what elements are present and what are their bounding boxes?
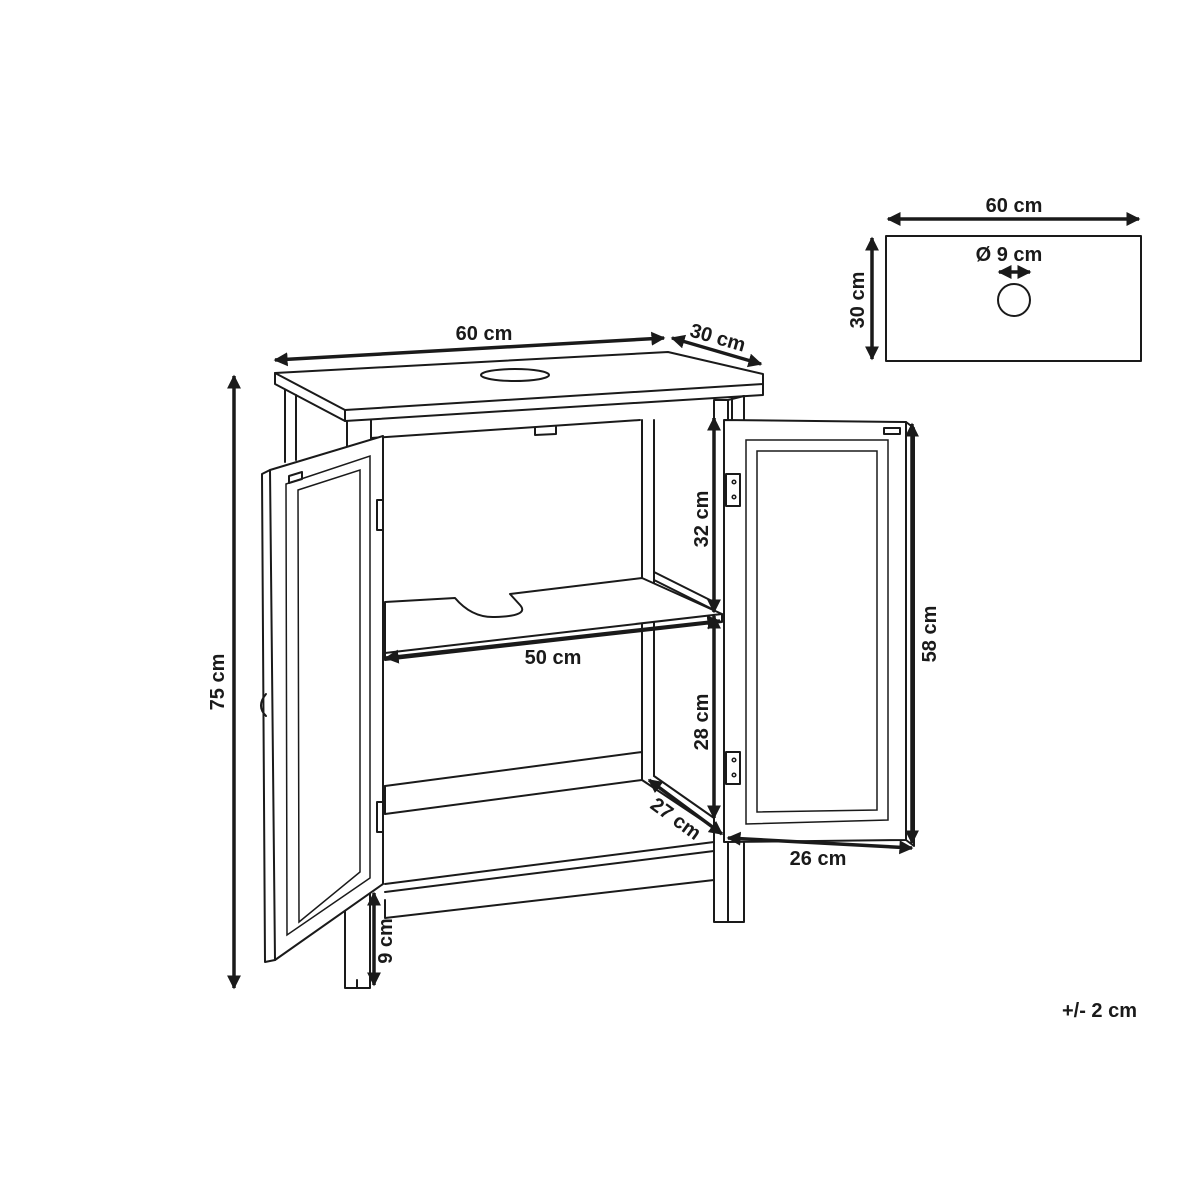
basin-hole xyxy=(480,368,550,382)
dimension-lines xyxy=(227,331,919,990)
door-knob xyxy=(260,693,267,717)
label-lower-compartment: 28 cm xyxy=(691,694,713,751)
label-shelf-width: 50 cm xyxy=(525,647,582,669)
dim-shelf-width xyxy=(384,615,722,664)
label-height-total: 75 cm xyxy=(207,654,229,711)
label-top-view-width: 60 cm xyxy=(986,195,1043,217)
label-top-view-hole: Ø 9 cm xyxy=(976,244,1043,266)
label-top-view-depth: 30 cm xyxy=(847,272,869,329)
tolerance-note: +/- 2 cm xyxy=(1062,1000,1137,1022)
label-top-width: 60 cm xyxy=(456,323,513,345)
label-door-height: 58 cm xyxy=(919,606,941,663)
dim-door-width xyxy=(726,831,914,855)
dim-top-width xyxy=(273,331,666,367)
dim-inner-depth xyxy=(647,778,724,836)
top-view-outline xyxy=(885,235,1142,362)
right-door xyxy=(723,419,915,847)
top-view-hole xyxy=(997,283,1031,317)
label-leg-height: 9 cm xyxy=(375,918,397,964)
dim-top-depth xyxy=(670,334,763,368)
top-view: 60 cm 30 cm Ø 9 cm xyxy=(847,195,1142,362)
label-door-width: 26 cm xyxy=(790,848,847,870)
left-door xyxy=(260,435,384,963)
label-upper-compartment: 32 cm xyxy=(691,491,713,548)
